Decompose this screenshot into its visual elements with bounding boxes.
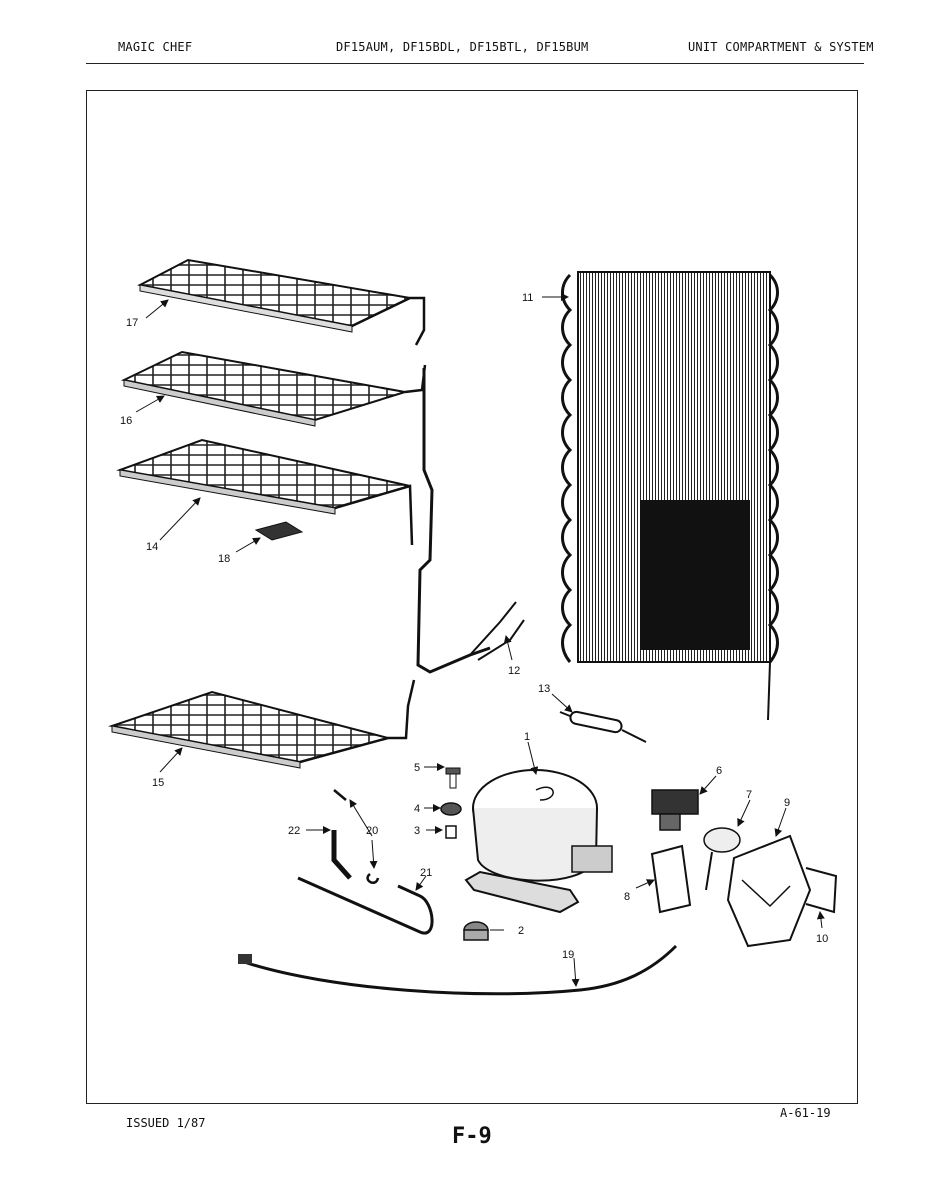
washer-4 xyxy=(440,802,462,816)
callout-7: 7 xyxy=(746,789,752,801)
bolt-5 xyxy=(445,767,461,789)
grommet-2 xyxy=(463,921,489,941)
model-numbers: DF15AUM, DF15BDL, DF15BTL, DF15BUM xyxy=(336,40,589,54)
brand-name: MAGIC CHEF xyxy=(118,40,193,54)
evaporator-shelf-16 xyxy=(120,350,427,427)
drier-13 xyxy=(559,710,647,743)
callout-14: 14 xyxy=(146,541,158,553)
tube-21 xyxy=(297,876,434,935)
callout-8: 8 xyxy=(624,891,630,903)
callout-11: 11 xyxy=(522,292,533,304)
retaining-clip-10 xyxy=(805,867,838,914)
terminal-cover-9 xyxy=(726,834,812,948)
tube-22 xyxy=(331,830,352,880)
relay-6 xyxy=(651,789,699,831)
section-title: UNIT COMPARTMENT & SYSTEM xyxy=(688,40,874,54)
callout-21: 21 xyxy=(420,867,432,879)
issued-date: ISSUED 1/87 xyxy=(126,1116,206,1130)
callout-17: 17 xyxy=(126,317,138,329)
callout-3: 3 xyxy=(414,825,420,837)
page-number: F-9 xyxy=(452,1124,492,1149)
evaporator-shelf-14 xyxy=(116,438,414,546)
callout-19: 19 xyxy=(562,949,574,961)
callout-13: 13 xyxy=(538,683,550,695)
sleeve-3 xyxy=(445,825,457,839)
fitting-20 xyxy=(333,789,380,884)
evaporator-shelf-17 xyxy=(136,258,426,346)
callout-5: 5 xyxy=(414,762,420,774)
callout-20: 20 xyxy=(366,825,378,837)
compressor-1 xyxy=(464,769,613,914)
condenser-11 xyxy=(561,271,779,721)
callout-2: 2 xyxy=(518,925,524,937)
callout-9: 9 xyxy=(784,797,790,809)
evaporator-shelf-15 xyxy=(108,679,416,769)
leader-lines xyxy=(135,293,825,987)
callout-18: 18 xyxy=(218,553,230,565)
wire-harness-19 xyxy=(243,944,678,996)
header-rule xyxy=(86,63,864,64)
callout-4: 4 xyxy=(414,803,420,815)
refrigerant-tubing xyxy=(416,368,491,674)
callout-10: 10 xyxy=(816,933,828,945)
bracket-18 xyxy=(254,521,304,541)
clip-8 xyxy=(650,844,692,914)
callout-16: 16 xyxy=(120,415,132,427)
callout-12: 12 xyxy=(508,665,520,677)
callout-1: 1 xyxy=(524,731,530,743)
overload-7 xyxy=(703,827,741,891)
callout-6: 6 xyxy=(716,765,722,777)
callout-22: 22 xyxy=(288,825,300,837)
document-code: A-61-19 xyxy=(780,1106,831,1120)
harness-plug xyxy=(238,954,252,964)
callout-15: 15 xyxy=(152,777,164,789)
diagram-frame xyxy=(86,90,858,1104)
